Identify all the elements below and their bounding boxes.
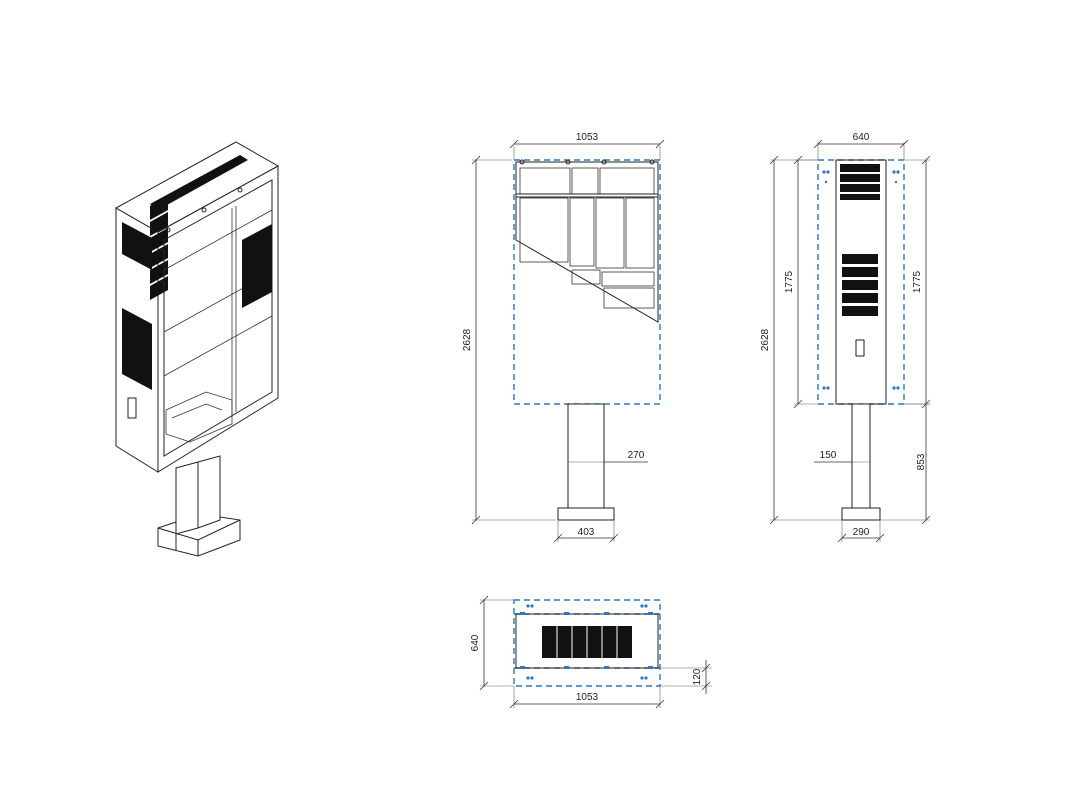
top-depth-dimension: 640 bbox=[470, 634, 481, 651]
front-height-dimension: 2628 bbox=[462, 328, 473, 351]
front-base-dimension: 403 bbox=[578, 527, 595, 538]
side-base-dimension: 290 bbox=[853, 527, 870, 538]
side-pole-width-dimension: 150 bbox=[820, 450, 837, 461]
top-width-dimension: 1053 bbox=[576, 692, 599, 703]
side-height-dimension: 2628 bbox=[760, 328, 771, 351]
front-pole-dimension: 270 bbox=[628, 450, 645, 461]
side-width-dimension: 640 bbox=[853, 132, 870, 143]
side-pole-height-dimension: 853 bbox=[916, 453, 927, 470]
top-view: 640 120 1053 bbox=[470, 595, 712, 709]
isometric-view bbox=[114, 141, 280, 557]
side-panel-height-left-dimension: 1775 bbox=[784, 270, 795, 293]
side-view: 640 2628 1775 1775 853 bbox=[760, 132, 931, 543]
front-view: 1053 2628 270 bbox=[462, 132, 665, 543]
front-width-dimension: 1053 bbox=[576, 132, 599, 143]
side-panel-height-right-dimension: 1775 bbox=[912, 270, 923, 293]
top-offset-dimension: 120 bbox=[692, 668, 703, 685]
